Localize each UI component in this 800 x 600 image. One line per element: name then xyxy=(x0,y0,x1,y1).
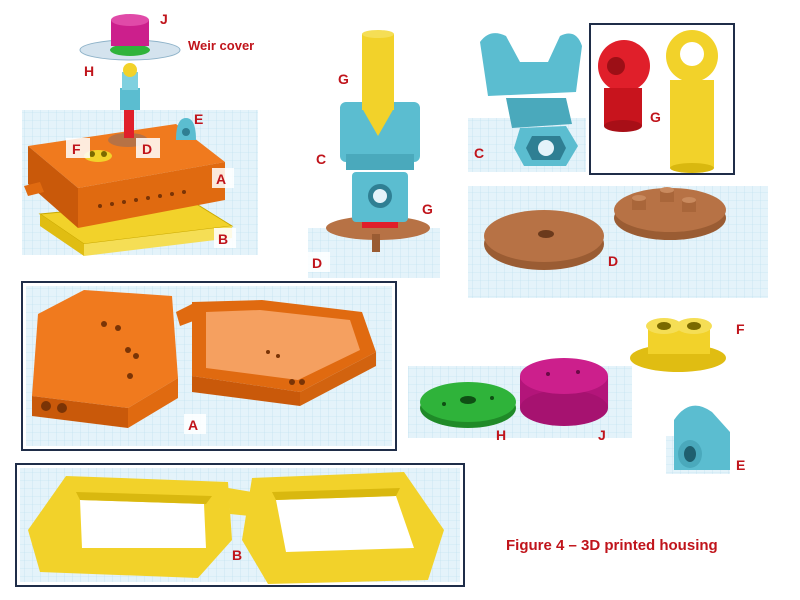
figure-caption: Figure 4 – 3D printed housing xyxy=(506,537,718,554)
part-g-ring xyxy=(362,220,398,228)
part-b-frame-left xyxy=(28,476,252,578)
part-f-view xyxy=(630,318,726,372)
part-d-pegged-disc xyxy=(614,187,726,240)
part-e-view xyxy=(666,405,730,474)
part-a-lid xyxy=(32,290,178,428)
label-a: A xyxy=(216,171,226,187)
label-h: H xyxy=(496,427,506,443)
labels: J Weir cover H E F D A B G C G D C G D A… xyxy=(66,11,745,563)
discs-h-j-view xyxy=(408,358,632,438)
label-a: A xyxy=(188,417,198,433)
label-f: F xyxy=(72,141,81,157)
joint-assembly-view xyxy=(308,30,440,278)
part-g-eye-rod xyxy=(666,30,718,173)
part-g-rod xyxy=(362,30,394,136)
part-e-clip xyxy=(674,405,730,470)
label-j: J xyxy=(160,11,168,27)
weir-cover-assembly xyxy=(79,14,181,61)
housing-open-view xyxy=(21,281,397,451)
frames-view xyxy=(15,463,465,587)
label-g: G xyxy=(338,71,349,87)
label-d: D xyxy=(312,255,322,271)
part-j-cylinder xyxy=(520,358,608,426)
part-f-mounted xyxy=(84,150,112,162)
part-g-socket xyxy=(598,40,650,132)
label-c: C xyxy=(474,145,484,161)
label-d: D xyxy=(608,253,618,269)
label-weir-cover: Weir cover xyxy=(188,38,254,53)
part-c-coupler xyxy=(480,33,582,166)
label-e: E xyxy=(736,457,745,473)
part-c-lower xyxy=(352,172,408,222)
label-j: J xyxy=(598,427,606,443)
label-g: G xyxy=(650,109,661,125)
stem-assembly xyxy=(120,63,140,138)
label-e: E xyxy=(194,111,203,127)
part-b-frame-right xyxy=(242,472,444,584)
part-a-body xyxy=(176,300,376,406)
part-h-disc xyxy=(420,382,516,428)
coupler-view xyxy=(468,33,586,172)
part-e-mounted xyxy=(176,118,196,140)
label-b: B xyxy=(232,547,242,563)
discs-view xyxy=(468,186,768,298)
label-d: D xyxy=(142,141,152,157)
ball-joint-view xyxy=(589,23,735,175)
label-g: G xyxy=(422,201,433,217)
label-h: H xyxy=(84,63,94,79)
part-d-plain-disc xyxy=(484,210,604,270)
label-b: B xyxy=(218,231,228,247)
label-f: F xyxy=(736,321,745,337)
label-c: C xyxy=(316,151,326,167)
